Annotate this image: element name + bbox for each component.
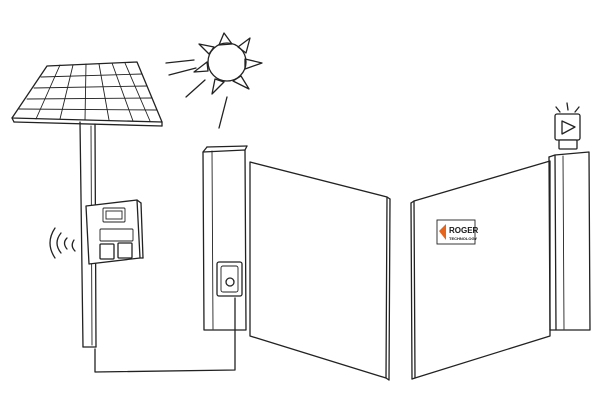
right-gate-post <box>548 151 591 331</box>
gate-leaf-icon <box>249 161 391 381</box>
control-box-icon <box>85 199 144 265</box>
right-gate-leaf <box>410 160 551 380</box>
left-gate-post <box>202 145 248 331</box>
logo-brand: ROGER <box>449 226 479 235</box>
flashing-light-icon <box>554 102 581 150</box>
keypad-icon <box>216 261 243 297</box>
logo-tagline: TECHNOLOGY <box>449 236 478 241</box>
power-cable <box>94 297 236 373</box>
solar-panel-icon <box>11 61 163 127</box>
sun-icon <box>165 32 263 129</box>
roger-logo: ROGER TECHNOLOGY <box>436 219 479 245</box>
wireless-signal-icon <box>49 227 76 259</box>
logo-mark-icon <box>439 224 446 240</box>
